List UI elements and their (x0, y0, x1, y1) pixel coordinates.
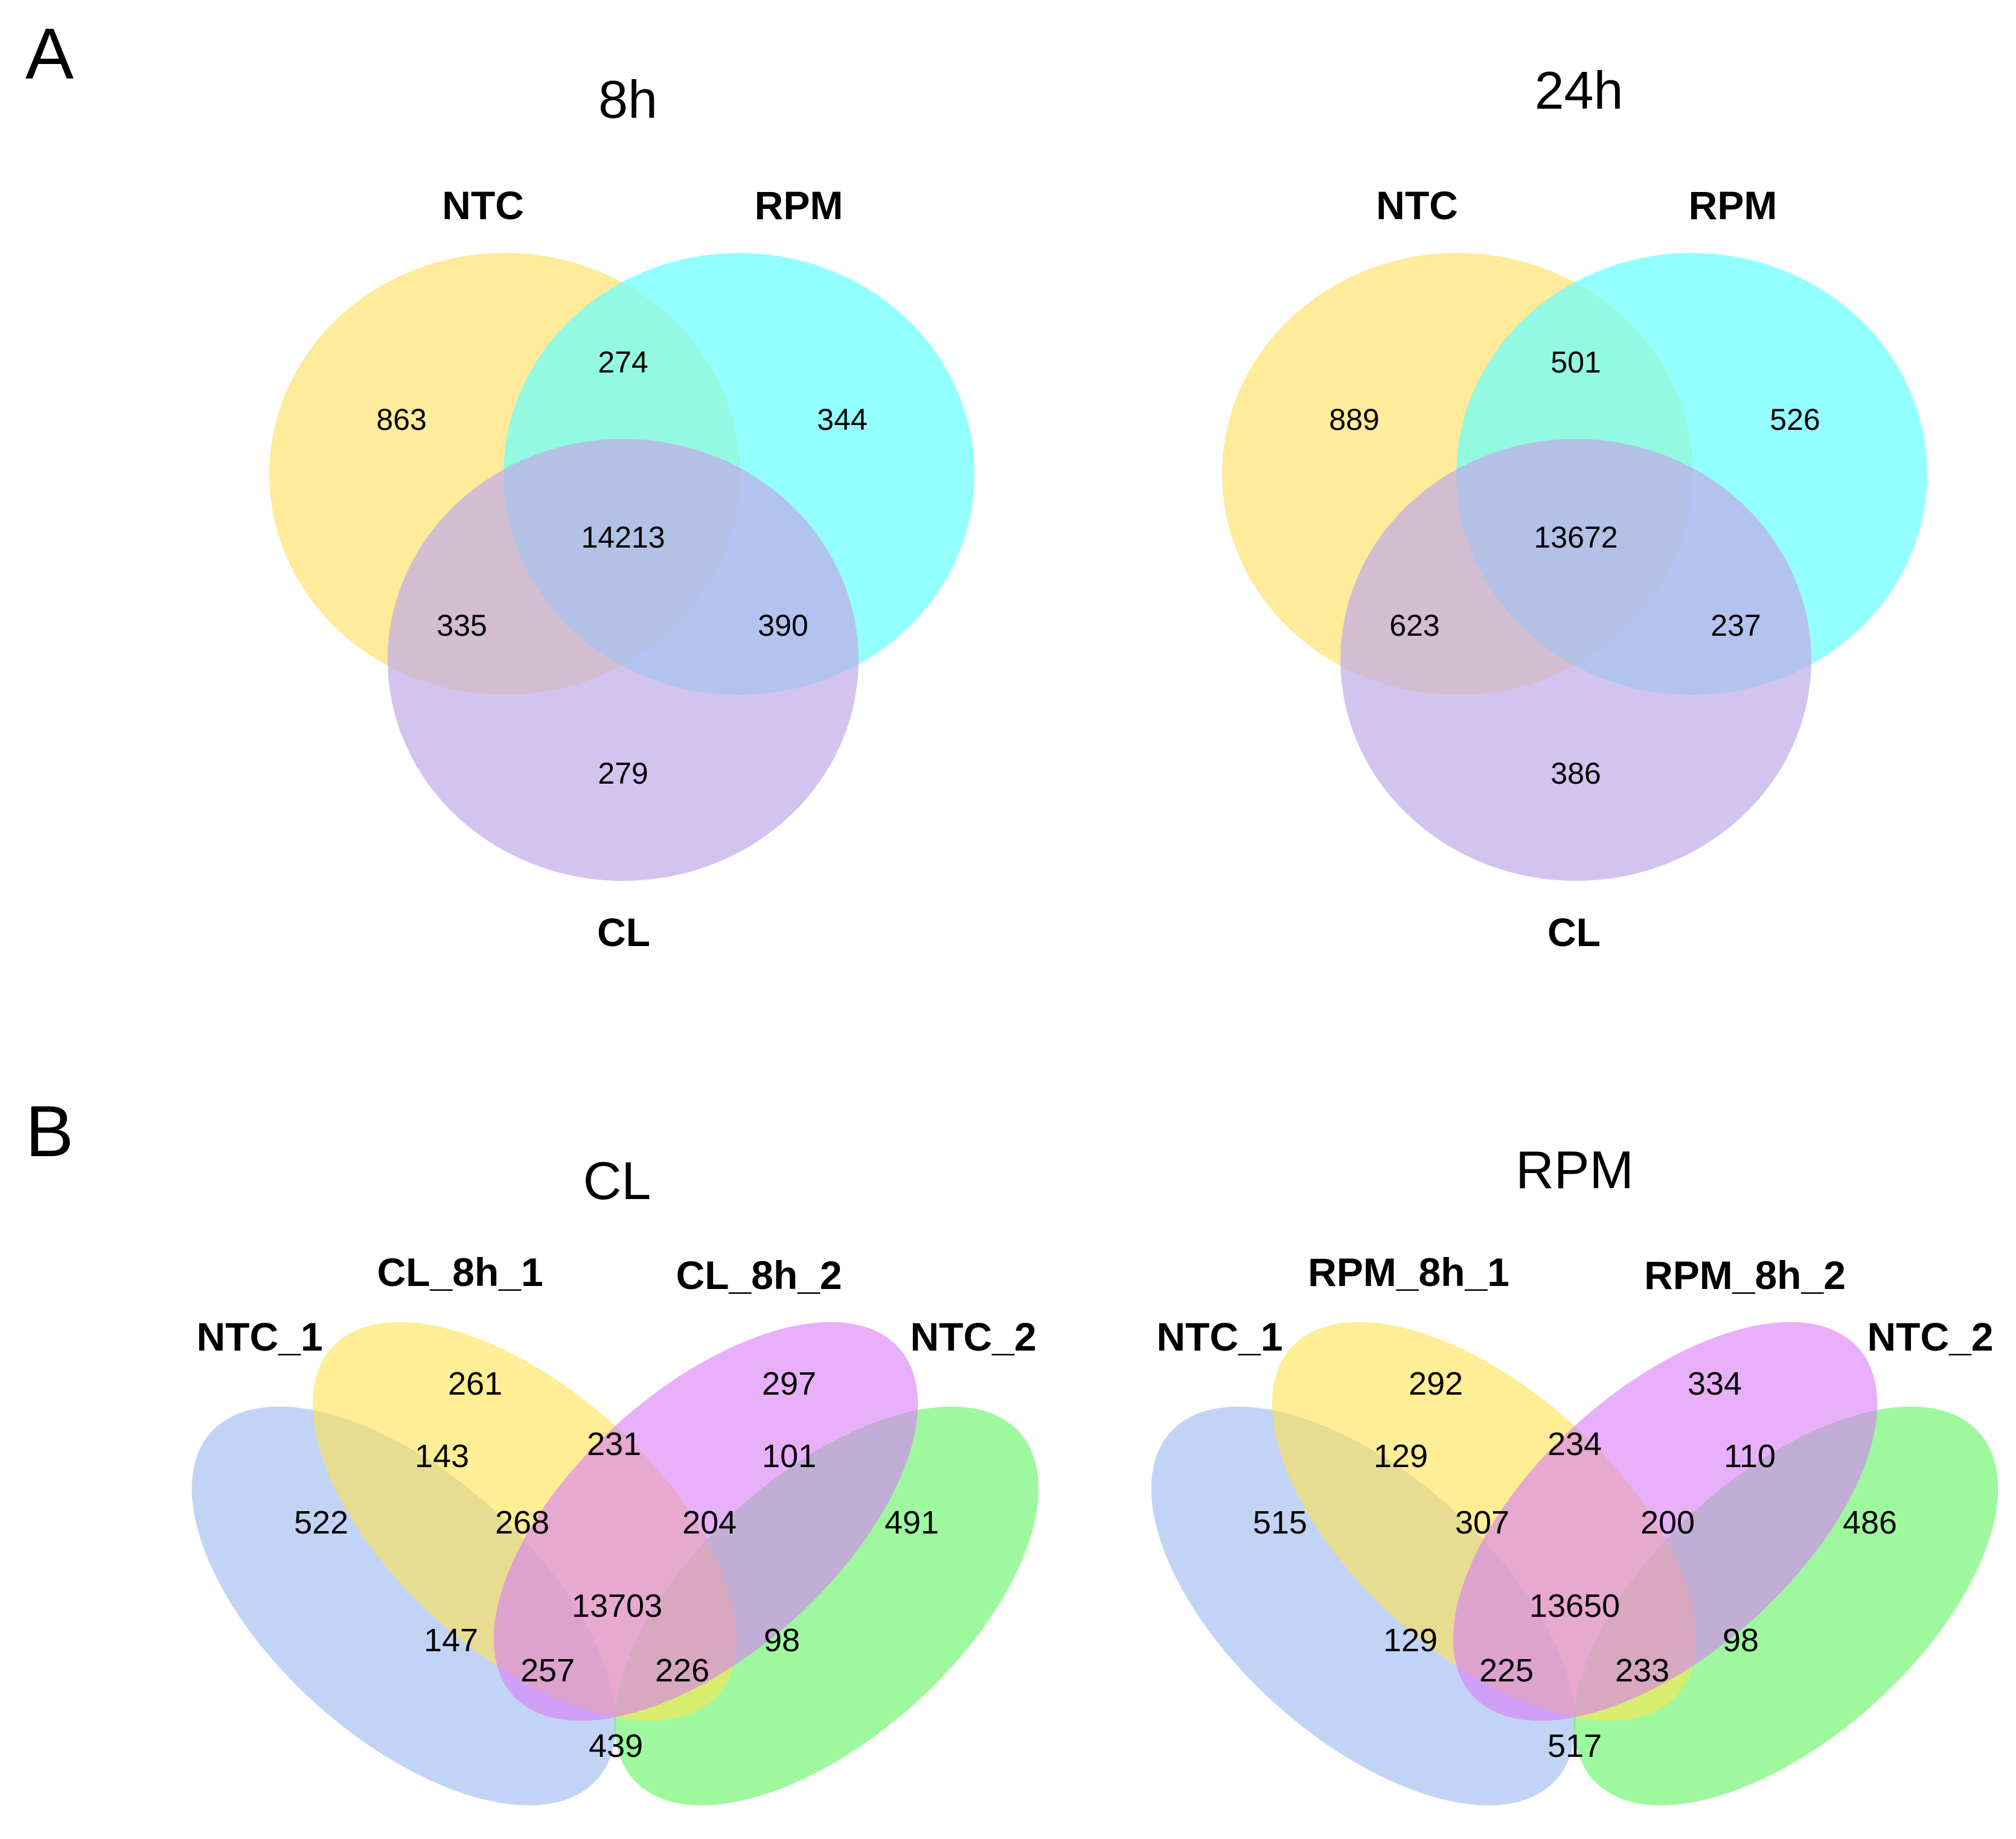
venn3-24h-label-cl: CL (1547, 910, 1601, 955)
venn4-cl-label-set3: CL_8h_2 (676, 1253, 842, 1297)
venn4-cl-count-r14: 226 (655, 1652, 709, 1689)
venn3-24h-count-ntc-rpm: 501 (1550, 345, 1601, 379)
venn3-24h-count-rpm-only: 526 (1770, 403, 1820, 437)
venn3-8h: 8h NTC RPM CL 863 274 344 14213 335 390 … (269, 69, 974, 955)
venn4-cl-label-set2: CL_8h_1 (377, 1250, 543, 1294)
venn4-cl-count-r8: 268 (495, 1505, 549, 1541)
venn4-rpm-count-r12: 98 (1723, 1622, 1759, 1658)
venn3-24h-ellipse-cl (1340, 439, 1811, 881)
venn3-24h: 24h NTC RPM CL 889 501 526 13672 623 237… (1222, 60, 1927, 955)
venn4-rpm-count-r10: 13650 (1529, 1588, 1620, 1624)
venn4-cl-count-r15: 439 (589, 1728, 643, 1764)
venn4-rpm-label-set2: RPM_8h_1 (1308, 1250, 1509, 1294)
venn4-rpm-label-set4: NTC_2 (1867, 1314, 1993, 1359)
venn4-cl-count-r6: 231 (587, 1426, 641, 1462)
venn3-24h-count-rpm-cl: 237 (1710, 609, 1761, 642)
venn4-rpm-label-set1: NTC_1 (1156, 1314, 1282, 1359)
venn3-24h-count-ntc-cl: 623 (1389, 609, 1439, 642)
venn4-rpm-count-r5: 129 (1374, 1438, 1428, 1474)
venn4-cl: CL NTC_1 CL_8h_1 CL_8h_2 NTC_2 522 261 2… (191, 1151, 1039, 1806)
venn4-rpm-ellipse-set4 (1573, 1406, 1998, 1806)
venn4-rpm-count-r9: 200 (1640, 1505, 1695, 1541)
venn4-cl-count-r1: 522 (294, 1505, 348, 1541)
venn4-cl-title: CL (583, 1151, 651, 1211)
venn3-8h-label-cl: CL (597, 910, 650, 955)
venn4-cl-label-set4: NTC_2 (910, 1314, 1036, 1359)
venn4-rpm-count-r7: 110 (1724, 1438, 1776, 1474)
venn3-8h-count-cl-only: 279 (598, 756, 648, 790)
venn4-rpm-count-r2: 292 (1409, 1366, 1463, 1402)
venn4-rpm-count-r4: 486 (1843, 1505, 1897, 1541)
venn4-cl-count-r5: 143 (415, 1438, 469, 1474)
venn3-8h-title: 8h (598, 69, 658, 129)
venn4-rpm-count-r13: 225 (1479, 1652, 1534, 1689)
venn4-rpm-count-r11: 129 (1383, 1622, 1438, 1658)
venn3-24h-count-cl-only: 386 (1550, 756, 1601, 790)
venn4-rpm: RPM NTC_1 RPM_8h_1 RPM_8h_2 NTC_2 515 29… (1151, 1140, 1998, 1806)
venn4-cl-label-set1: NTC_1 (196, 1314, 322, 1359)
venn4-rpm-count-r1: 515 (1253, 1505, 1307, 1541)
venn4-cl-shapes (191, 1322, 1039, 1806)
venn3-8h-count-all: 14213 (581, 520, 665, 554)
venn4-cl-count-r4: 491 (885, 1505, 939, 1541)
venn3-8h-ellipse-cl (388, 439, 859, 881)
venn4-rpm-count-r14: 233 (1615, 1652, 1669, 1689)
venn4-rpm-count-r8: 307 (1455, 1505, 1509, 1541)
venn4-rpm-count-r6: 234 (1547, 1426, 1602, 1462)
venn4-cl-count-r11: 147 (424, 1622, 478, 1658)
venn4-rpm-label-set3: RPM_8h_2 (1644, 1253, 1846, 1297)
venn3-8h-label-rpm: RPM (755, 183, 843, 228)
venn4-cl-ellipse-set3 (493, 1322, 918, 1721)
venn3-8h-count-ntc-rpm: 274 (598, 345, 648, 379)
panel-letter-b: B (25, 1091, 74, 1172)
venn3-8h-count-rpm-cl: 390 (758, 609, 808, 642)
venn4-cl-ellipse-set4 (614, 1406, 1039, 1806)
venn4-cl-count-r13: 257 (520, 1652, 575, 1689)
venn4-rpm-count-r3: 334 (1688, 1366, 1742, 1402)
venn3-24h-label-rpm: RPM (1689, 183, 1778, 228)
venn3-24h-count-all: 13672 (1534, 520, 1618, 554)
venn4-cl-count-r3: 297 (762, 1366, 816, 1402)
venn4-rpm-shapes (1151, 1322, 1998, 1806)
venn4-cl-count-r12: 98 (764, 1622, 800, 1658)
venn4-rpm-ellipse-set3 (1453, 1322, 1878, 1721)
panel-letter-a: A (25, 13, 74, 94)
venn3-8h-count-ntc-only: 863 (376, 403, 426, 437)
venn3-8h-count-ntc-cl: 335 (437, 609, 487, 642)
venn4-rpm-title: RPM (1515, 1140, 1634, 1200)
venn4-rpm-ellipse-set1 (1151, 1406, 1576, 1806)
venn4-rpm-count-r15: 517 (1547, 1728, 1602, 1764)
venn3-8h-count-rpm-only: 344 (817, 403, 867, 437)
venn4-cl-count-r2: 261 (448, 1366, 502, 1402)
venn3-24h-title: 24h (1535, 60, 1624, 120)
venn4-cl-count-r9: 204 (682, 1505, 737, 1541)
venn4-cl-count-r10: 13703 (572, 1588, 662, 1624)
venn4-cl-count-r7: 101 (762, 1438, 816, 1474)
venn4-cl-ellipse-set1 (191, 1406, 616, 1806)
venn3-24h-label-ntc: NTC (1376, 183, 1458, 228)
venn3-8h-label-ntc: NTC (442, 183, 524, 228)
venn3-24h-count-ntc-only: 889 (1329, 403, 1379, 437)
